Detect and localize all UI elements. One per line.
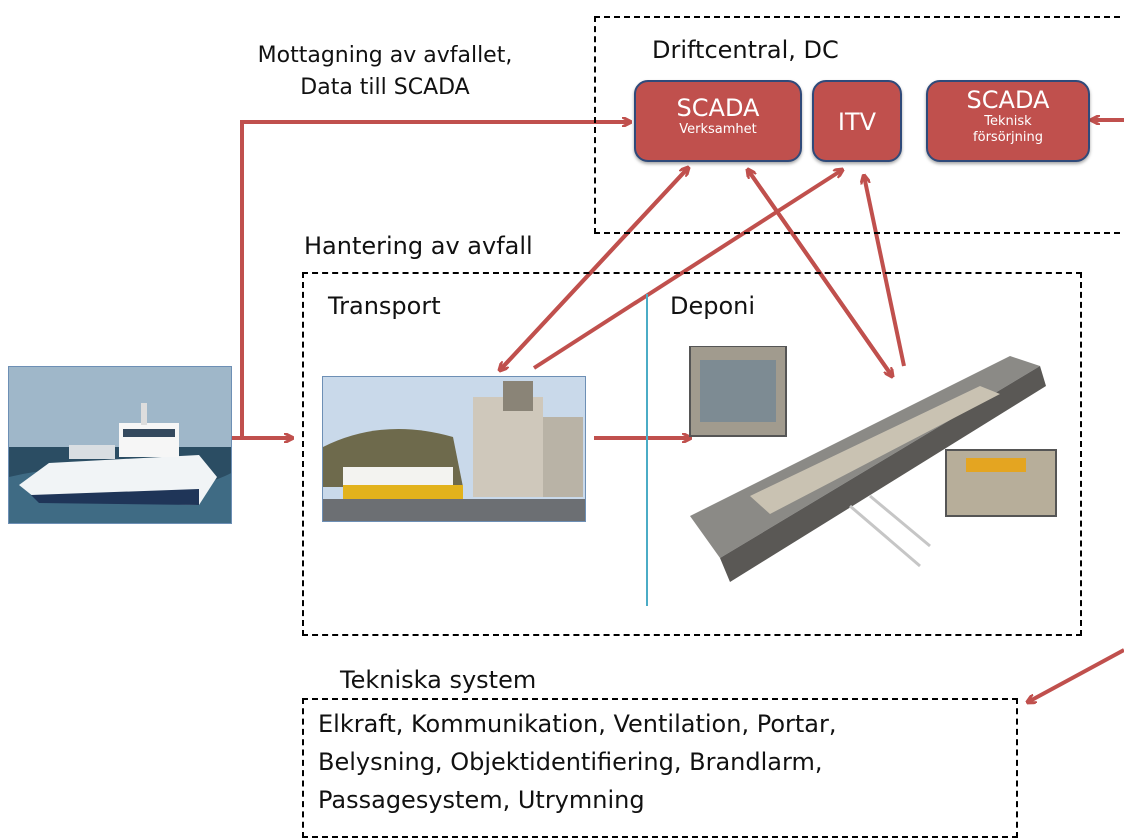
itv-box: ITV [812,80,902,162]
driftcentral-title: Driftcentral, DC [652,36,839,64]
reception-label-line2: Data till SCADA [300,75,470,100]
scada-verksamhet-subtitle: Verksamhet [679,122,757,137]
hantering-title: Hantering av avfall [304,232,533,260]
ship-illustration [9,367,231,523]
arrow-transport-to-itv [532,170,842,370]
tekniska-line1: Elkraft, Kommunikation, Ventilation, Por… [318,710,837,738]
tekniska-title: Tekniska system [340,666,537,694]
scada-teknisk-subtitle-line1: Teknisk [984,114,1032,129]
ship-image [8,366,232,524]
deponi-image [680,346,1066,582]
tekniska-line2: Belysning, Objektidentifiering, Brandlar… [318,748,823,776]
transport-deponi-separator [646,294,648,606]
itv-title: ITV [837,108,877,136]
hantering-box [302,272,1082,636]
driftcentral-box [594,16,1124,234]
transport-label: Transport [328,292,441,320]
repository-illustration [689,346,1057,582]
scada-teknisk-subtitle-line2: försörjning [973,130,1043,145]
deponi-label: Deponi [670,292,756,320]
scada-teknisk-title: SCADA [966,86,1050,114]
arrow-transport-scada-b [500,166,690,370]
reception-label-line1: Mottagning av avfallet, [257,43,513,68]
arrow-deponi-to-itv [864,176,906,367]
scada-verksamhet-title: SCADA [676,94,760,122]
scada-verksamhet-box: SCADA Verksamhet [634,80,802,162]
terminal-illustration [323,377,585,521]
tekniska-line3: Passagesystem, Utrymning [318,786,645,814]
arrow-in-to-tekniska [1028,648,1124,702]
reception-label: Mottagning av avfallet, Data till SCADA [240,40,530,104]
scada-teknisk-box: SCADA Teknisk försörjning [926,80,1090,162]
transport-image [322,376,586,522]
